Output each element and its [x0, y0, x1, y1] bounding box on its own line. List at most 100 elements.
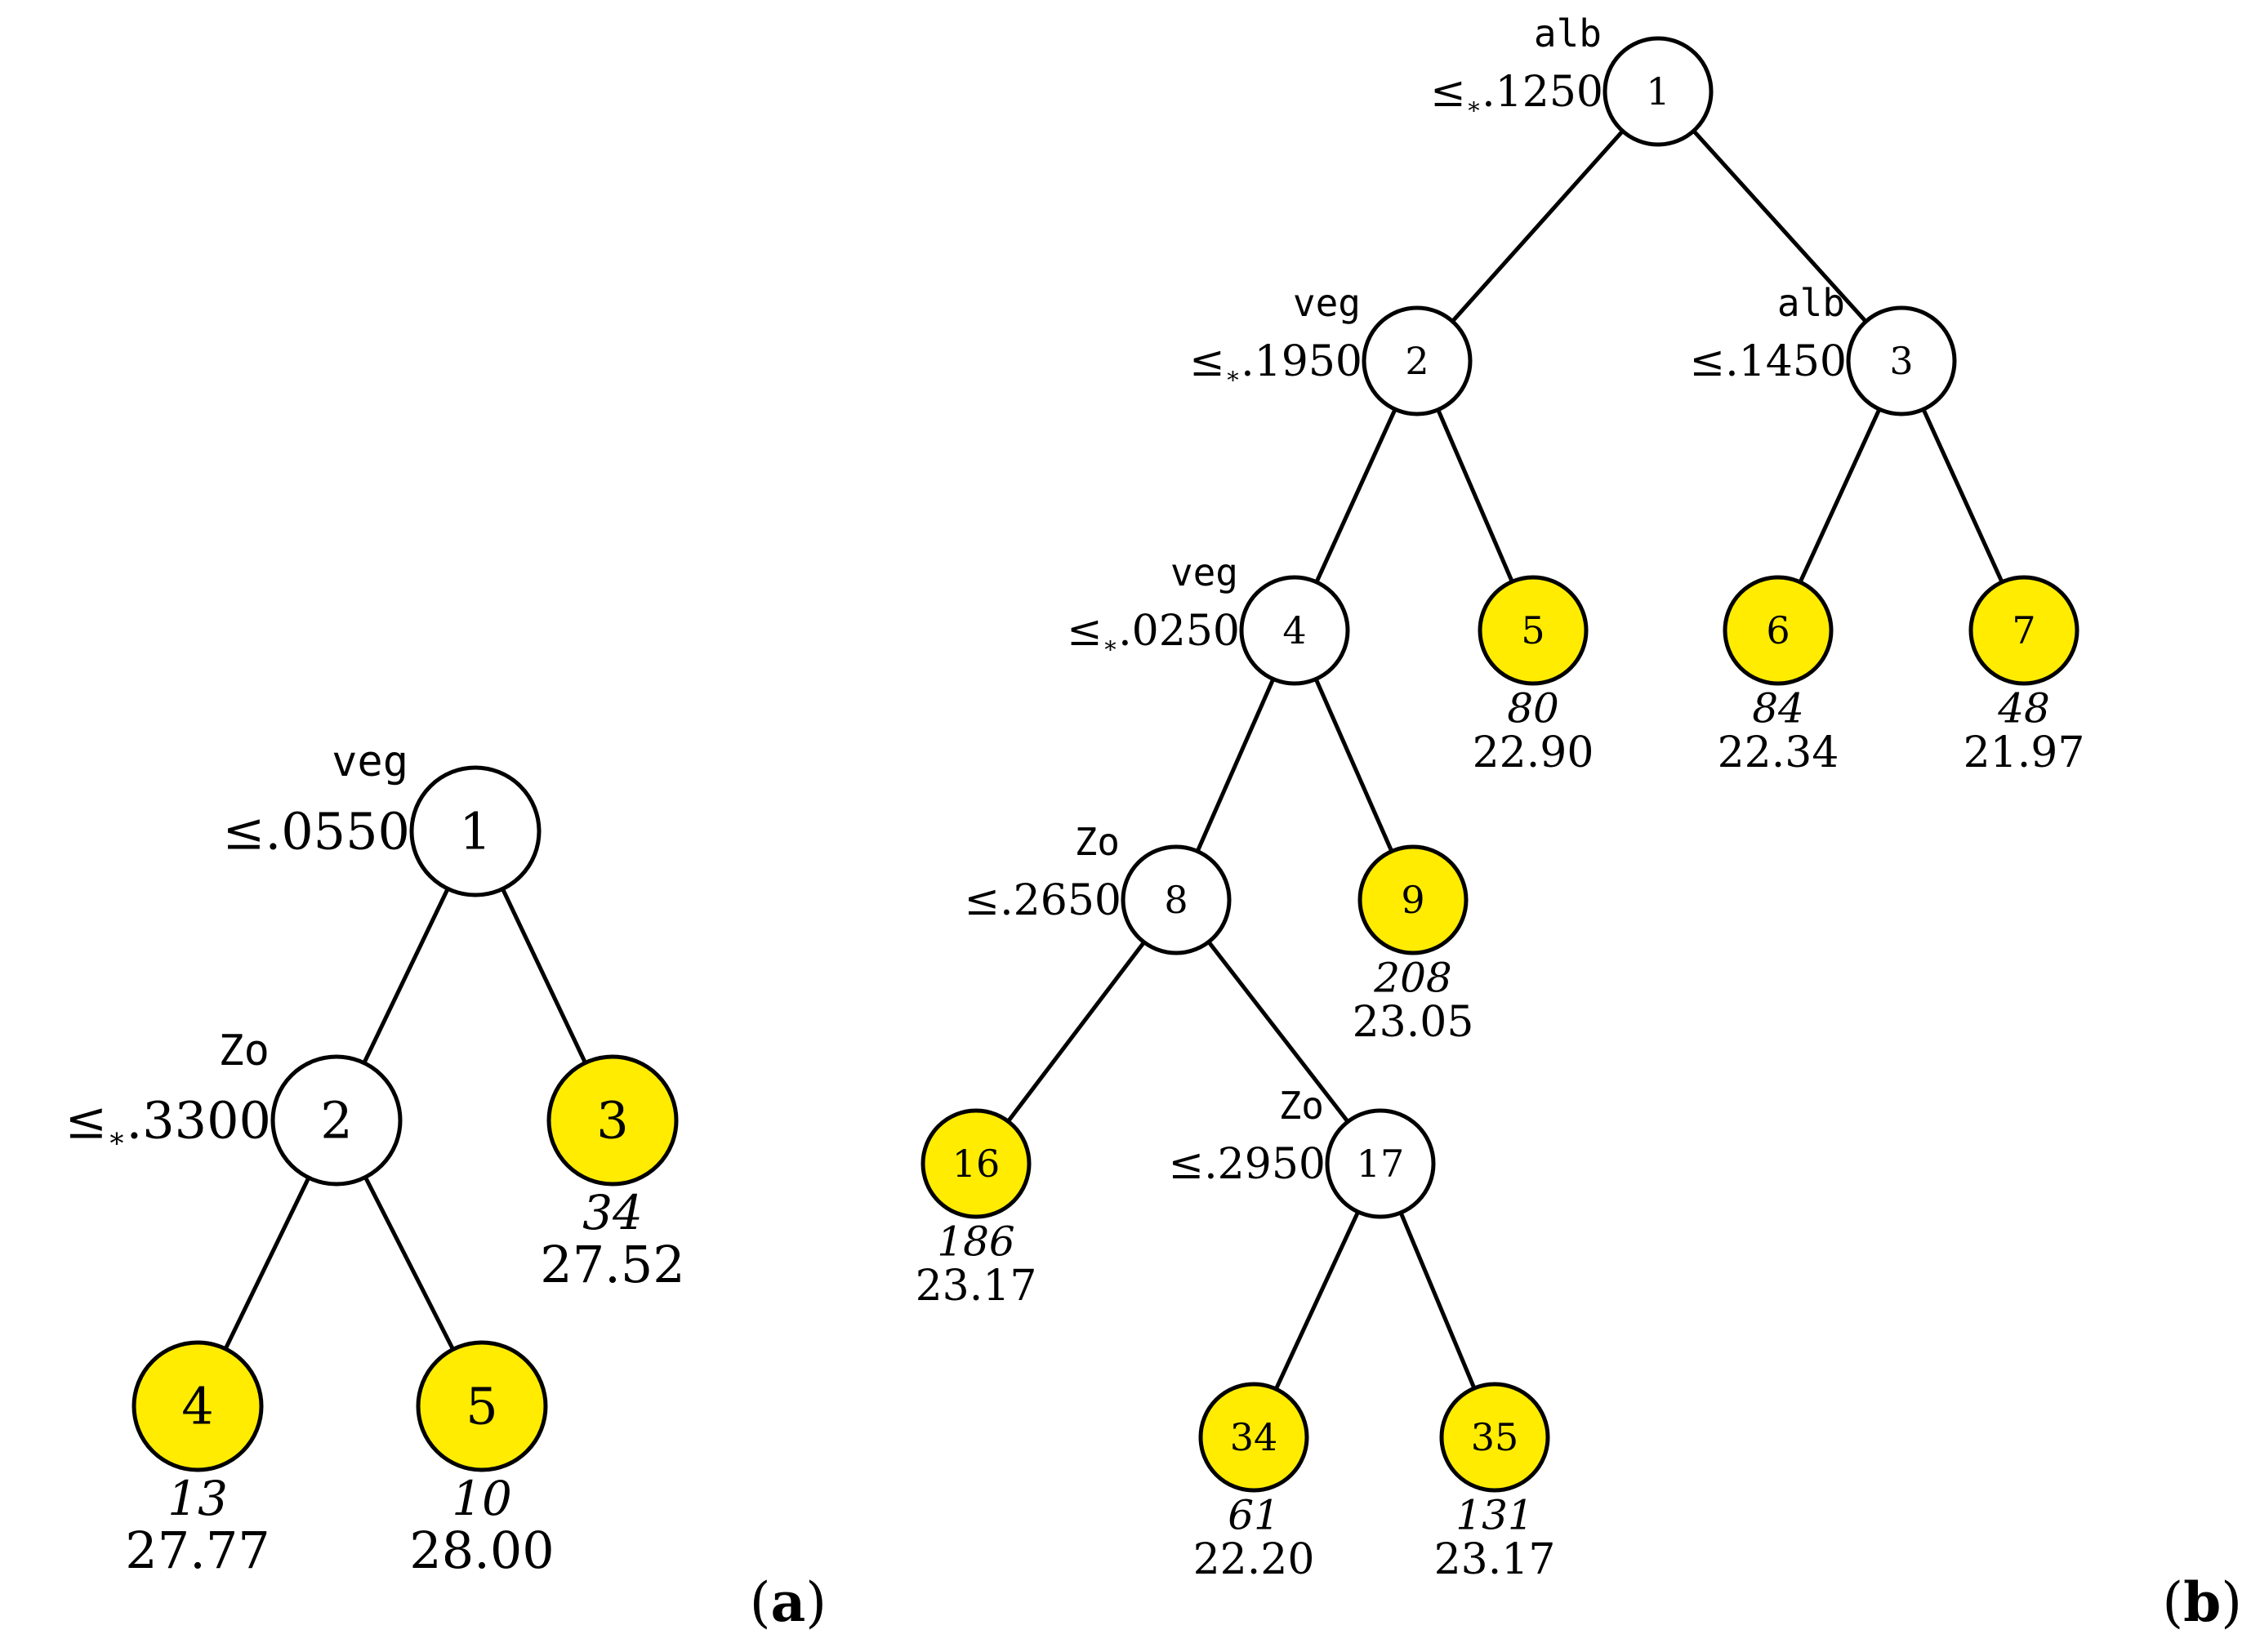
tree-b-leaf-node-6	[1723, 575, 1834, 686]
tree-b-node-3-split-variable: alb	[1777, 281, 1845, 325]
tree-b-node-8-threshold-value: .2650	[1000, 876, 1121, 925]
tree-b-node-7-id: 7	[2012, 608, 2035, 652]
tree-b-leaf-9-mean: 23.05	[1353, 998, 1474, 1047]
tree-b-node-8-split-variable: Zo	[1075, 820, 1120, 864]
tree-b-leaf-9-count: 208	[1373, 955, 1451, 1002]
tree-b-leaf-node-34	[1198, 1382, 1309, 1493]
tree-b-leaf-node-35	[1439, 1382, 1550, 1493]
tree-b-node-1-split-threshold: ≤∗.1250	[1430, 68, 1603, 119]
tree-b-node-4-star-subscript: ∗	[1103, 631, 1118, 659]
tree-b-node-17-split-threshold: ≤.2950	[1169, 1140, 1326, 1189]
tree-b-leaf-34-mean: 22.20	[1193, 1535, 1315, 1584]
tree-a-leaf-5-count: 10	[452, 1471, 512, 1526]
tree-a-node-5-id: 5	[466, 1377, 497, 1436]
tree-b-leaf-7-count: 48	[1997, 685, 2050, 732]
tree-b-panel-letter: b	[2183, 1570, 2221, 1634]
tree-b-node-3-id: 3	[1889, 339, 1913, 383]
tree-a-node-2-split-variable: Zo	[218, 1026, 270, 1075]
tree-a-panel-close-paren: )	[805, 1571, 827, 1634]
tree-a-split-node-2	[270, 1054, 403, 1187]
tree-b-node-4-split-variable: veg	[1170, 550, 1238, 594]
tree-a-node-1-le-symbol: ≤	[223, 802, 265, 862]
tree-b-edge-1-2	[1415, 90, 1660, 363]
tree-b-node-6-id: 6	[1766, 608, 1790, 652]
tree-a-panel-letter: a	[770, 1570, 805, 1634]
tree-b-node-34-id: 34	[1230, 1415, 1278, 1459]
tree-b-split-node-3	[1846, 305, 1957, 416]
tree-b-node-4-threshold-value: .0250	[1118, 607, 1240, 656]
tree-b-node-2-le-symbol: ≤	[1189, 337, 1225, 386]
tree-b-leaf-5-mean: 22.90	[1473, 728, 1594, 777]
tree-b-node-5-id: 5	[1521, 608, 1545, 652]
tree-b-node-3-threshold-value: .1450	[1725, 337, 1847, 386]
tree-b-edge-8-16	[974, 898, 1178, 1165]
tree-b-node-1-threshold-value: .1250	[1482, 68, 1603, 117]
tree-a-panel-label: (a)	[750, 1570, 827, 1634]
tree-b-node-4-split-threshold: ≤∗.0250	[1067, 607, 1240, 658]
tree-a-leaf-4-count: 13	[167, 1471, 228, 1526]
tree-b-node-35-id: 35	[1471, 1415, 1519, 1459]
tree-b-leaf-6-mean: 22.34	[1718, 728, 1839, 777]
tree-b-split-node-4	[1239, 575, 1350, 686]
tree-b-leaf-node-7	[1968, 575, 2079, 686]
tree-b-node-1-id: 1	[1646, 69, 1669, 114]
tree-a-leaf-5-mean: 28.00	[409, 1521, 555, 1580]
tree-b-node-17-threshold-value: .2950	[1204, 1140, 1326, 1189]
tree-b-panel-label: (b)	[2162, 1570, 2242, 1634]
tree-a-node-3-id: 3	[596, 1091, 628, 1151]
tree-b-node-1-le-symbol: ≤	[1430, 68, 1466, 117]
tree-b-node-2-split-variable: veg	[1293, 281, 1361, 325]
tree-b-leaf-16-mean: 23.17	[916, 1262, 1037, 1311]
tree-b-node-16-id: 16	[952, 1142, 1001, 1186]
tree-b-node-2-threshold-value: .1950	[1241, 337, 1362, 386]
tree-b-node-17-split-variable: Zo	[1279, 1084, 1324, 1128]
tree-b-node-4-le-symbol: ≤	[1067, 607, 1103, 656]
tree-a-node-2-threshold-value: .3300	[127, 1091, 272, 1151]
tree-b-leaf-35-count: 131	[1455, 1492, 1533, 1539]
tree-b-split-node-17	[1325, 1108, 1436, 1219]
tree-a-node-1-split-variable: veg	[332, 737, 408, 786]
tree-b-node-1-split-variable: alb	[1534, 11, 1602, 56]
tree-b-split-node-2	[1362, 305, 1473, 416]
tree-b-leaf-7-mean: 21.97	[1964, 728, 2085, 777]
tree-a-node-2-id: 2	[320, 1091, 352, 1151]
tree-b-leaf-6-count: 84	[1752, 685, 1804, 732]
tree-b-node-2-star-subscript: ∗	[1225, 362, 1241, 390]
tree-a-node-2-le-symbol: ≤	[65, 1091, 107, 1151]
tree-a-leaf-3-mean: 27.52	[540, 1235, 685, 1294]
tree-b-leaf-16-count: 186	[937, 1218, 1014, 1266]
tree-b-leaf-node-16	[920, 1108, 1032, 1219]
tree-b-edge-1-3	[1656, 90, 1903, 363]
tree-a-node-1-threshold-value: .0550	[265, 802, 411, 862]
tree-b-node-8-id: 8	[1164, 878, 1188, 922]
tree-b-node-8-le-symbol: ≤	[965, 876, 1001, 925]
tree-b-panel-close-paren: )	[2221, 1571, 2242, 1634]
tree-b-leaf-node-5	[1478, 575, 1589, 686]
tree-b-leaf-node-9	[1357, 844, 1469, 955]
tree-b-node-2-split-threshold: ≤∗.1950	[1189, 337, 1362, 389]
tree-a-leaf-node-5	[416, 1340, 548, 1472]
tree-a-node-2-split-threshold: ≤∗.3300	[65, 1091, 271, 1155]
tree-a-leaf-node-4	[131, 1340, 264, 1472]
tree-b-leaf-35-mean: 23.17	[1434, 1535, 1556, 1584]
tree-b-node-8-split-threshold: ≤.2650	[965, 876, 1121, 925]
tree-b-node-17-le-symbol: ≤	[1169, 1140, 1205, 1189]
tree-b-split-node-8	[1121, 844, 1232, 955]
tree-b-node-1-star-subscript: ∗	[1466, 92, 1482, 120]
tree-b-split-node-1	[1603, 36, 1714, 147]
tree-b-node-2-id: 2	[1405, 339, 1429, 383]
tree-b-leaf-34-count: 61	[1228, 1492, 1280, 1539]
tree-b-edge-8-17	[1175, 898, 1382, 1165]
tree-b-node-9-id: 9	[1401, 878, 1424, 922]
tree-b-node-3-split-threshold: ≤.1450	[1690, 337, 1847, 386]
tree-b-panel-open-paren: (	[2162, 1571, 2183, 1634]
tree-a-node-2-star-subscript: ∗	[107, 1122, 126, 1155]
tree-a-leaf-4-mean: 27.77	[125, 1521, 270, 1580]
tree-a-panel-open-paren: (	[750, 1571, 771, 1634]
tree-a-leaf-node-3	[546, 1054, 679, 1187]
tree-b-leaf-5-count: 80	[1507, 685, 1559, 732]
tree-a-split-node-1	[409, 765, 542, 897]
tree-b-node-17-id: 17	[1357, 1142, 1405, 1186]
tree-a-node-4-id: 4	[181, 1377, 213, 1436]
